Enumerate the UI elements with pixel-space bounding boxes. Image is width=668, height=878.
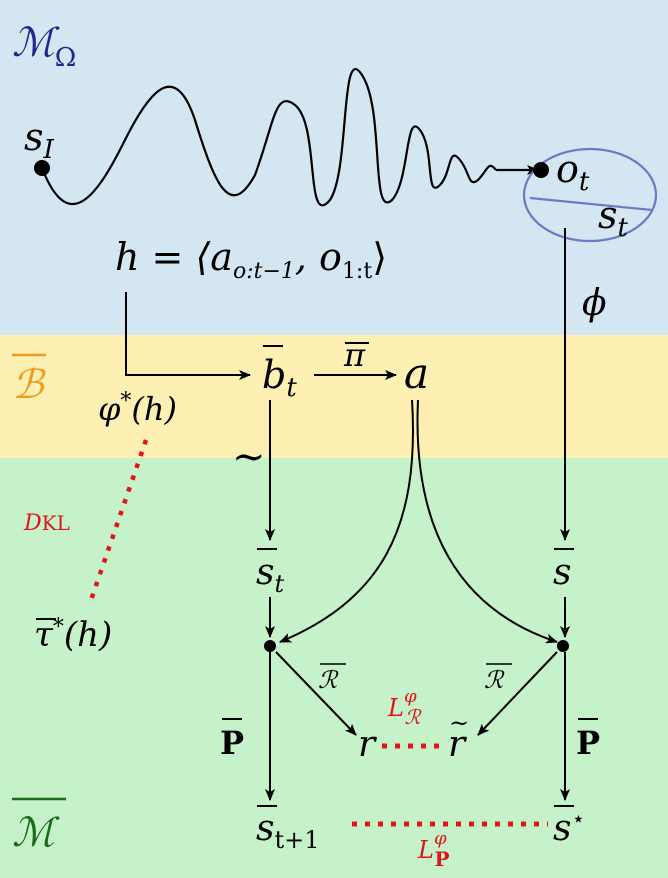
encoded-state-label: s (553, 552, 571, 593)
left-reward-fn-label: ℛ (318, 666, 339, 694)
bottom-region-label: ℳ (12, 810, 60, 856)
latent-reward-tilde: ~ (449, 709, 469, 737)
left-reward-arrow (275, 651, 357, 736)
history-formula: h = ⟨ao:t−1, o1:t⟩ (115, 235, 387, 284)
right-reward-arrow (477, 651, 558, 736)
top-region-label: ℳΩ (12, 20, 76, 73)
history-to-belief-arrow (125, 292, 251, 380)
left-junction-dot (264, 640, 276, 652)
right-reward-fn-label: ℛ (484, 666, 505, 694)
true-state-label: st (598, 193, 629, 243)
action-to-right-junction-curve (416, 399, 558, 644)
right-transition-label: P (576, 724, 600, 762)
belief-label: bt (262, 353, 297, 403)
trajectory-wave (40, 68, 497, 207)
mid-region-band (0, 335, 668, 458)
kl-divergence-line (87, 439, 149, 604)
observation-state-ellipse (522, 147, 658, 243)
left-transition-label: P (220, 724, 244, 762)
reward-label: r (358, 724, 377, 765)
observation-dot (533, 162, 549, 178)
target-latent-label: s⋆ (553, 807, 585, 849)
bottom-region-band (0, 458, 668, 878)
next-latent-label: st+1 (256, 808, 320, 854)
mid-region-label: ℬ (12, 362, 46, 408)
encoder-history-label: φ*(h) (98, 389, 177, 428)
right-junction-dot (557, 640, 569, 652)
action-to-left-junction-curve (279, 399, 414, 643)
observation-label: ot (556, 147, 590, 197)
policy-label: π (343, 336, 366, 374)
s-initial-dot (34, 160, 50, 176)
kl-divergence-label: DKL (23, 511, 70, 536)
action-label: a (404, 349, 429, 398)
s-initial-label: sI (24, 115, 55, 165)
ellipse-divider (529, 196, 653, 212)
latent-reward-label: r (448, 724, 467, 765)
tau-history-label: τ*(h) (34, 615, 112, 655)
sampling-tilde-label: ∼ (232, 434, 266, 480)
latent-state-label: st (256, 552, 284, 598)
phi-label: ϕ (582, 283, 607, 324)
